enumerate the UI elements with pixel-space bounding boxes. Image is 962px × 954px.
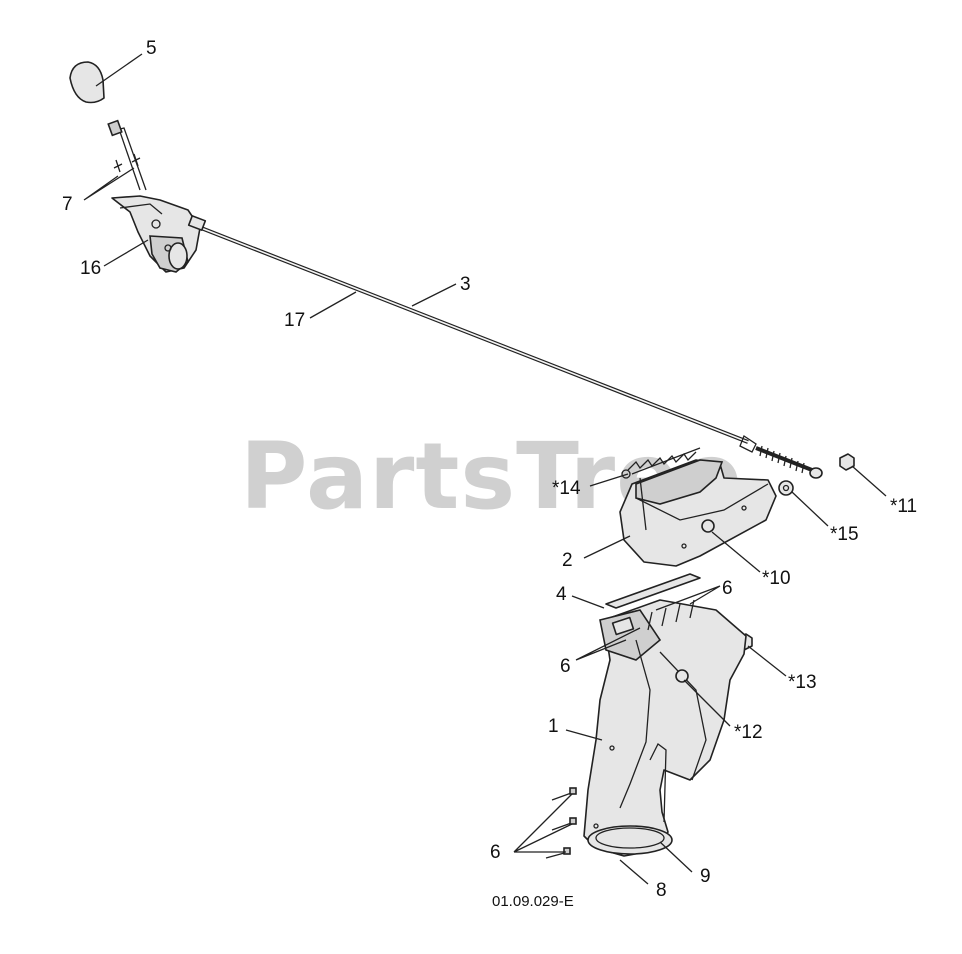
callout-6-mid: 6: [560, 656, 571, 677]
callout-11: *11: [890, 496, 917, 517]
part-chute: [583, 599, 747, 857]
callout-14: *14: [552, 478, 581, 499]
callout-12: *12: [734, 722, 763, 743]
callout-2: 2: [562, 550, 573, 571]
callout-9: 9: [700, 866, 711, 887]
part-bar: [605, 573, 701, 609]
callout-10: *10: [762, 568, 791, 589]
callout-16: 16: [80, 258, 101, 279]
part-deflector: [619, 459, 777, 567]
callout-15: *15: [830, 524, 859, 545]
callout-1: 1: [548, 716, 559, 737]
part-spring: [621, 447, 701, 479]
hardware-bolts-top: [647, 599, 695, 631]
callout-17: 17: [284, 310, 305, 331]
callout-6-top: 6: [722, 578, 733, 599]
callout-4: 4: [556, 584, 567, 605]
leader-lines: [83, 53, 887, 885]
hardware-washer-15: [778, 480, 794, 496]
callout-6-bottom: 6: [490, 842, 501, 863]
part-control-lever: [107, 119, 201, 273]
hardware-nut-11: [839, 453, 855, 471]
callout-3: 3: [460, 274, 471, 295]
callout-8: 8: [656, 880, 667, 901]
part-cable: [187, 215, 823, 479]
hardware-bolts-bottom: [545, 787, 577, 859]
callout-5: 5: [146, 38, 157, 59]
callout-7: 7: [62, 194, 73, 215]
diagram-code: 01.09.029-E: [492, 893, 574, 910]
callout-13: *13: [788, 672, 817, 693]
part-knob: [69, 61, 105, 104]
